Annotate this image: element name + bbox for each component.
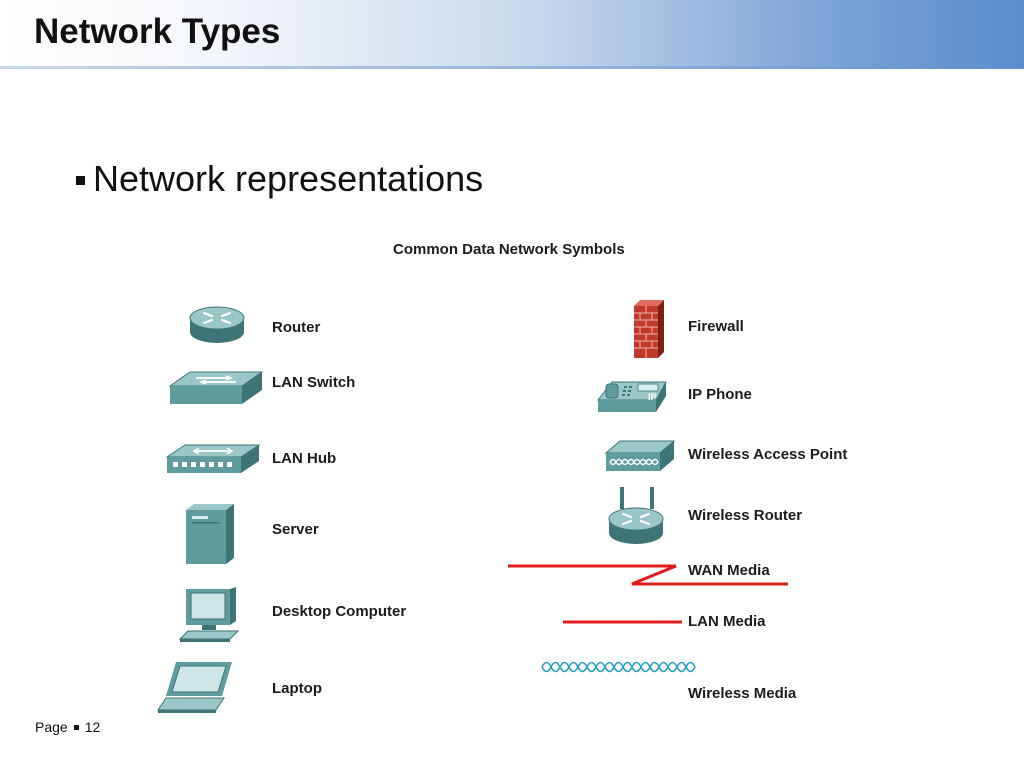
title-underline	[0, 66, 1024, 69]
wireless-media-icon	[541, 661, 696, 673]
footer-separator-icon	[73, 724, 79, 730]
laptop-label: Laptop	[272, 680, 322, 697]
wireless-router-label: Wireless Router	[688, 507, 803, 524]
bullet-text: Network representations	[93, 158, 484, 199]
bullet-item: Network representations	[76, 158, 483, 200]
lan-media-label: LAN Media	[688, 613, 766, 630]
wireless-access-point-label: Wireless Access Point	[688, 446, 848, 463]
figure-title: Common Data Network Symbols	[393, 241, 625, 258]
wireless-media-label: Wireless Media	[688, 685, 797, 702]
server-icon	[186, 504, 234, 564]
lan-switch-label: LAN Switch	[272, 374, 356, 391]
footer-page-number: 12	[84, 719, 101, 735]
ip-phone-badge: IP	[648, 392, 657, 402]
lan-hub-icon	[165, 444, 261, 473]
ip-phone-icon: IP	[596, 378, 668, 414]
bullet-square-icon	[76, 175, 85, 185]
lan-switch-icon	[168, 371, 264, 404]
wan-media-icon	[508, 564, 788, 586]
network-symbols-figure	[157, 237, 869, 715]
laptop-icon	[157, 662, 232, 713]
slide-title: Network Types	[34, 12, 281, 51]
router-label: Router	[272, 319, 321, 336]
wireless-router-icon	[608, 487, 664, 544]
page-footer: Page 12	[35, 719, 100, 735]
firewall-icon	[634, 300, 664, 358]
lan-hub-label: LAN Hub	[272, 450, 337, 467]
wan-media-label: WAN Media	[688, 562, 770, 579]
router-icon	[189, 306, 245, 343]
title-bar	[0, 0, 1024, 66]
server-label: Server	[272, 521, 319, 538]
footer-page-label: Page	[35, 719, 68, 735]
desktop-computer-label: Desktop Computer	[272, 603, 407, 620]
lan-media-icon	[563, 620, 682, 624]
desktop-computer-icon	[178, 587, 240, 642]
ip-phone-label: IP Phone	[688, 386, 752, 403]
firewall-label: Firewall	[688, 318, 744, 335]
wireless-access-point-icon	[604, 440, 676, 471]
